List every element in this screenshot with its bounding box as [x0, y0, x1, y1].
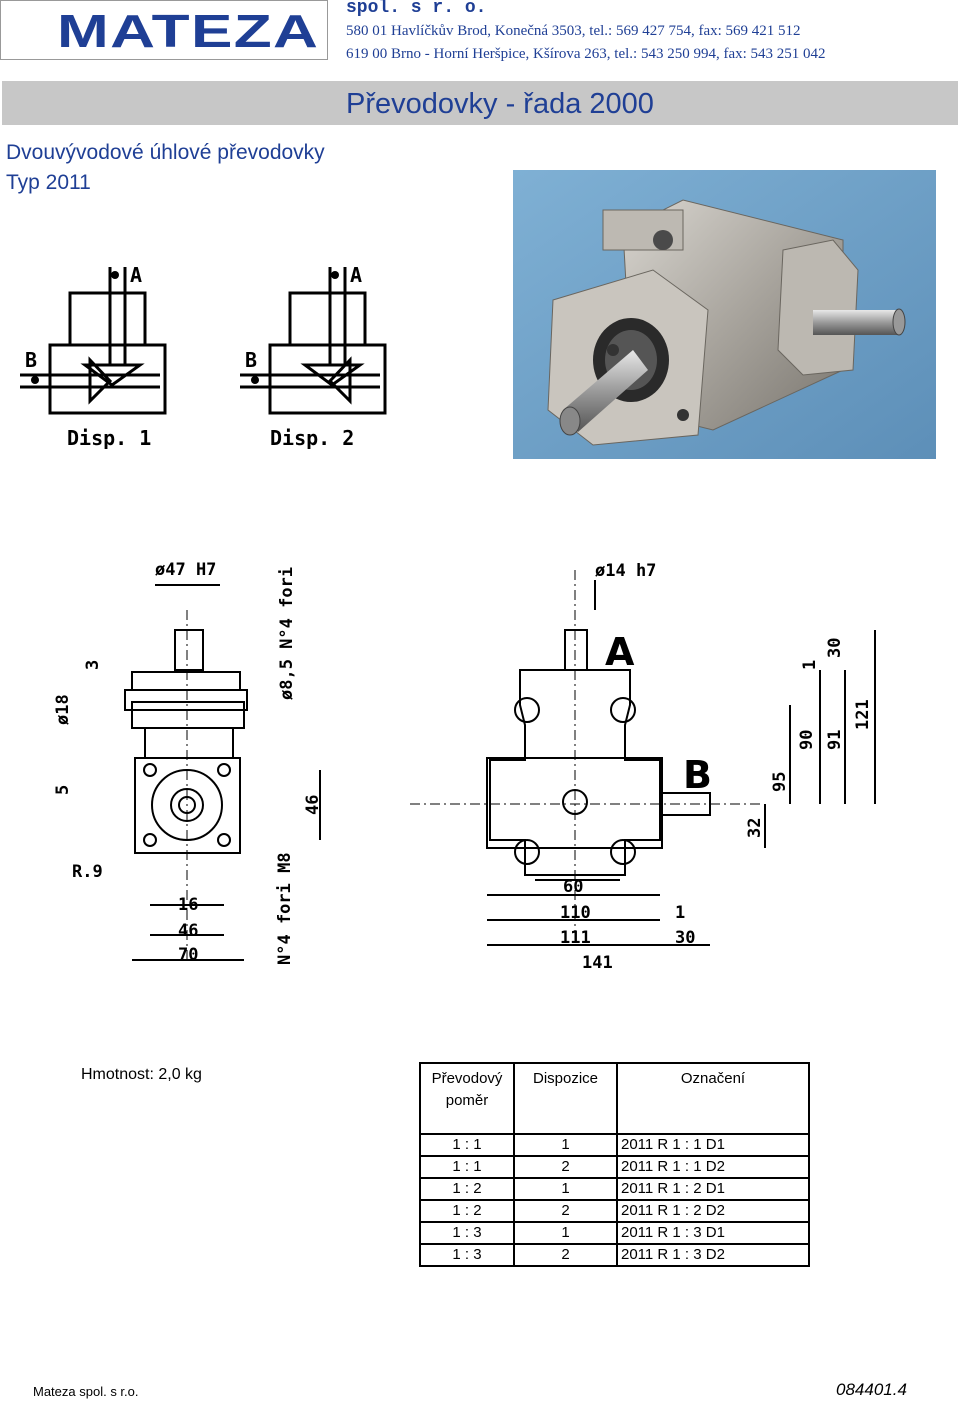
dim-46v: 46: [303, 795, 323, 815]
table-row: 1 : 2 1 2011 R 1 : 2 D1: [419, 1177, 810, 1201]
gearbox-photo-illustration: [513, 170, 936, 459]
dim-121: 121: [853, 699, 873, 730]
schematic-label-b2: B: [245, 348, 257, 372]
cell-disposition: 1: [513, 1177, 618, 1201]
dim-46: 46: [178, 921, 198, 941]
company-name: spol. s r. o.: [346, 0, 487, 18]
header-disposition: Dispozice: [513, 1062, 618, 1135]
table-row: 1 : 3 1 2011 R 1 : 3 D1: [419, 1221, 810, 1245]
dim-95: 95: [770, 772, 790, 792]
logo-box: MATEZA: [0, 0, 328, 60]
spec-table: Převodový poměr Dispozice Označení 1 : 1…: [419, 1062, 810, 1267]
cell-designation: 2011 R 1 : 2 D1: [616, 1177, 810, 1201]
cell-ratio: 1 : 2: [419, 1177, 515, 1201]
product-title: Dvouvývodové úhlové převodovky: [6, 141, 325, 164]
series-title: Převodovky - řada 2000: [346, 88, 654, 120]
header-ratio: Převodový poměr: [419, 1062, 515, 1135]
dim-91: 91: [825, 730, 845, 750]
spec-table-header-row: Převodový poměr Dispozice Označení: [419, 1062, 810, 1135]
disposition-schematic: A B A B Disp. 1 Disp. 2: [20, 263, 387, 450]
dim-141: 141: [582, 953, 613, 973]
dim-1v: 1: [800, 660, 820, 670]
cell-disposition: 2: [513, 1199, 618, 1223]
header-ratio-line2: poměr: [445, 1092, 489, 1109]
header-designation: Označení: [616, 1062, 810, 1135]
table-row: 1 : 3 2 2011 R 1 : 3 D2: [419, 1243, 810, 1267]
dim-32: 32: [745, 818, 765, 838]
cell-designation: 2011 R 1 : 1 D1: [616, 1133, 810, 1157]
cell-ratio: 1 : 3: [419, 1221, 515, 1245]
dim-5: 5: [53, 785, 73, 795]
drawing-label-b: B: [683, 753, 712, 797]
dim-d14: ø14 h7: [595, 561, 656, 581]
table-row: 1 : 2 2 2011 R 1 : 2 D2: [419, 1199, 810, 1223]
disp2-label: Disp. 2: [270, 426, 354, 450]
dim-m8: N°4 fori M8: [275, 852, 295, 965]
footer-company: Mateza spol. s r.o.: [33, 1384, 139, 1399]
product-type: Typ 2011: [6, 171, 91, 194]
disp1-label: Disp. 1: [67, 426, 151, 450]
schematic-label-b1: B: [25, 348, 37, 372]
title-bar: [2, 81, 958, 125]
dim-111: 111: [560, 928, 591, 948]
cell-ratio: 1 : 1: [419, 1155, 515, 1179]
dim-r9: R.9: [72, 862, 103, 882]
table-row: 1 : 1 1 2011 R 1 : 1 D1: [419, 1133, 810, 1157]
footer-code: 084401.4: [836, 1380, 907, 1399]
drawing-label-a: A: [605, 630, 635, 674]
cell-designation: 2011 R 1 : 1 D2: [616, 1155, 810, 1179]
cell-designation: 2011 R 1 : 2 D2: [616, 1199, 810, 1223]
cell-disposition: 1: [513, 1133, 618, 1157]
schematic-label-a1: A: [130, 263, 142, 287]
table-row: 1 : 1 2 2011 R 1 : 1 D2: [419, 1155, 810, 1179]
dim-d18: ø18: [53, 694, 73, 725]
cell-disposition: 2: [513, 1243, 618, 1267]
weight: Hmotnost: 2,0 kg: [81, 1066, 202, 1083]
address-line-1: 580 01 Havlíčkův Brod, Konečná 3503, tel…: [346, 23, 801, 39]
dim-16: 16: [178, 895, 198, 915]
cell-ratio: 1 : 3: [419, 1243, 515, 1267]
dim-70: 70: [178, 945, 198, 965]
cell-designation: 2011 R 1 : 3 D1: [616, 1221, 810, 1245]
gearbox-photo: [513, 170, 936, 459]
technical-drawing: ø47 H7 ø8,5 N°4 fori ø14 h7 3 ø18 5 R.9 …: [53, 560, 876, 973]
company-logo: MATEZA: [57, 5, 320, 57]
dim-30v: 30: [825, 638, 845, 658]
dim-90: 90: [797, 730, 817, 750]
dim-d47: ø47 H7: [155, 560, 216, 580]
dim-30h: 30: [675, 928, 695, 948]
dim-3: 3: [83, 660, 103, 670]
address-line-2: 619 00 Brno - Horní Heršpice, Kšírova 26…: [346, 46, 826, 62]
dim-110: 110: [560, 903, 591, 923]
cell-ratio: 1 : 2: [419, 1199, 515, 1223]
dim-holes-top: ø8,5 N°4 fori: [277, 567, 297, 700]
dim-1h: 1: [675, 903, 685, 923]
header-ratio-line1: Převodový: [431, 1070, 503, 1087]
schematic-label-a2: A: [350, 263, 362, 287]
cell-disposition: 2: [513, 1155, 618, 1179]
dim-60: 60: [563, 877, 583, 897]
cell-designation: 2011 R 1 : 3 D2: [616, 1243, 810, 1267]
cell-disposition: 1: [513, 1221, 618, 1245]
cell-ratio: 1 : 1: [419, 1133, 515, 1157]
